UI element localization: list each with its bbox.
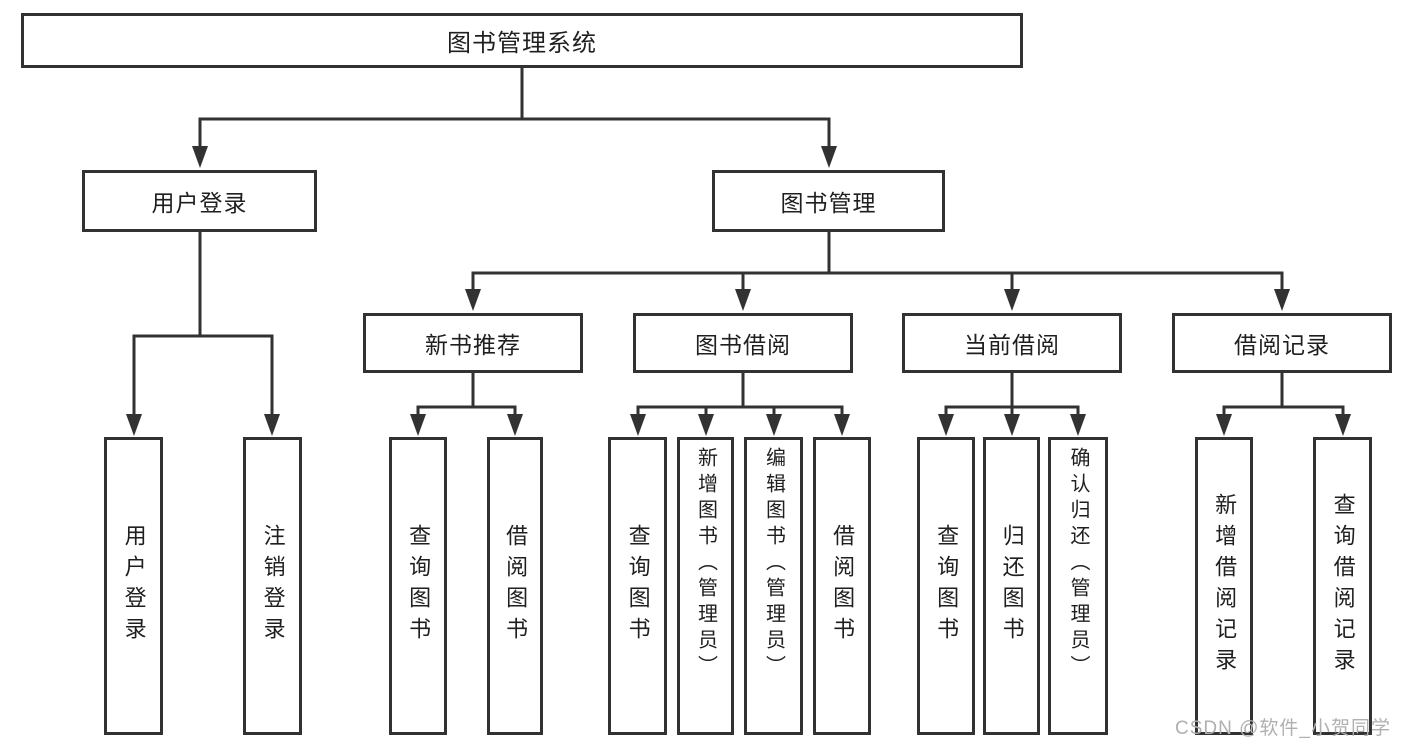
leaf-add-borrow-record: 新增借阅记录 [1195, 437, 1253, 735]
node-label: 图书借阅 [695, 332, 791, 358]
leaf-label: 注销登录 [260, 524, 286, 648]
leaf-label: 查询图书 [625, 524, 651, 648]
leaf-user-login: 用户登录 [104, 437, 163, 735]
node-library-management-system: 图书管理系统 [21, 13, 1023, 68]
leaf-label: 借阅图书 [830, 524, 856, 648]
leaf-edit-book-admin: 编辑图书（管理员） [744, 437, 803, 735]
leaf-query-books-current: 查询图书 [917, 437, 975, 735]
leaf-label: 确认归还（管理员） [1067, 447, 1089, 681]
leaf-borrow-books-recommend: 借阅图书 [487, 437, 543, 735]
leaf-borrow-books-borrowing: 借阅图书 [813, 437, 871, 735]
leaf-query-books-recommend: 查询图书 [389, 437, 447, 735]
leaf-logout: 注销登录 [243, 437, 302, 735]
node-borrowing-records: 借阅记录 [1172, 313, 1392, 373]
node-book-management: 图书管理 [712, 170, 945, 232]
node-label: 用户登录 [151, 190, 248, 216]
leaf-query-borrow-record: 查询借阅记录 [1313, 437, 1372, 735]
leaf-label: 新增图书（管理员） [694, 447, 717, 681]
node-label: 新书推荐 [425, 332, 521, 358]
leaf-label: 编辑图书（管理员） [762, 447, 785, 681]
leaf-label: 借阅图书 [503, 524, 529, 648]
node-book-borrowing: 图书借阅 [633, 313, 853, 373]
leaf-label: 查询图书 [934, 524, 960, 648]
leaf-label: 归还图书 [999, 524, 1025, 648]
leaf-label: 查询图书 [406, 524, 432, 648]
node-label: 当前借阅 [964, 332, 1060, 358]
node-label: 图书管理系统 [447, 30, 597, 57]
node-current-borrowing: 当前借阅 [902, 313, 1122, 373]
leaf-label: 查询借阅记录 [1330, 493, 1356, 679]
leaf-confirm-return-admin: 确认归还（管理员） [1048, 437, 1108, 735]
leaf-label: 用户登录 [121, 524, 147, 648]
node-user-login: 用户登录 [82, 170, 317, 232]
leaf-label: 新增借阅记录 [1212, 493, 1238, 679]
node-label: 图书管理 [780, 190, 877, 216]
node-new-book-recommendation: 新书推荐 [363, 313, 583, 373]
leaf-add-book-admin: 新增图书（管理员） [677, 437, 734, 735]
leaf-query-books-borrowing: 查询图书 [608, 437, 667, 735]
node-label: 借阅记录 [1234, 332, 1330, 358]
leaf-return-book: 归还图书 [983, 437, 1040, 735]
